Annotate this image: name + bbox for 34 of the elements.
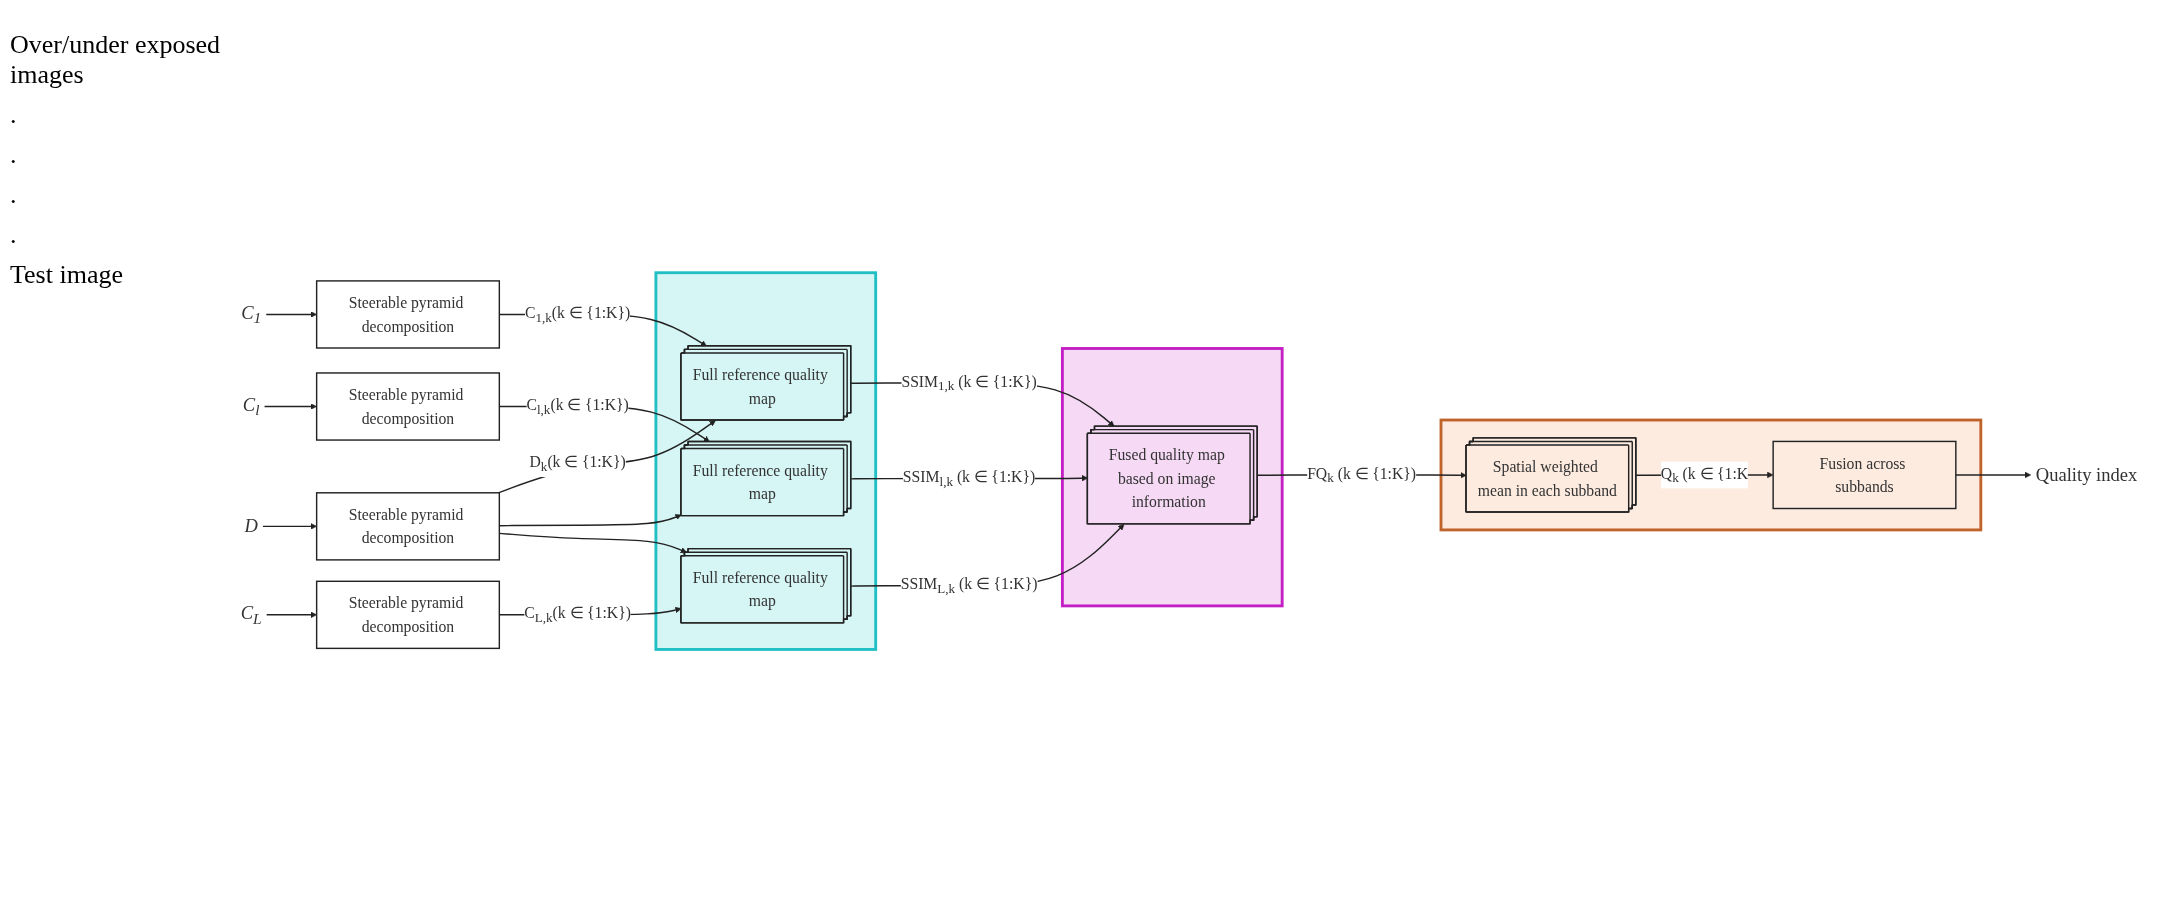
edge-label: D$_{k}$(k ∈ {1:K}) <box>529 453 626 475</box>
node-text: C$_{l}$ <box>242 394 260 420</box>
node-text: C$_{1}$ <box>241 302 262 328</box>
edge-label: C$_{1,k}$(k ∈ {1:K}) <box>525 304 631 326</box>
node-text: C$_{L}$ <box>240 603 262 628</box>
caption-text: Over/under exposed images <box>10 30 222 90</box>
arrow <box>262 523 317 530</box>
arrow <box>265 311 317 318</box>
node-text: D <box>244 516 258 538</box>
edge-label: SSIM$_{L,k}$ (k ∈ {1:K}) <box>900 575 1038 597</box>
arrow <box>1955 472 2032 479</box>
edge-label: SSIM$_{l,k}$ (k ∈ {1:K}) <box>902 468 1036 490</box>
caption-text: . <box>10 220 18 250</box>
node-box: Steerable pyramid decomposition <box>315 280 501 350</box>
node-box: Fusion across subbands <box>1772 441 1957 510</box>
cluster <box>1439 419 1983 532</box>
edge-label: SSIM$_{1,k}$ (k ∈ {1:K}) <box>901 372 1037 394</box>
arrow <box>265 612 317 619</box>
edge-label: C$_{L,k}$(k ∈ {1:K}) <box>524 604 631 626</box>
caption-text: . <box>10 180 18 210</box>
edge-label: C$_{l,k}$(k ∈ {1:K}) <box>526 396 629 418</box>
node-box: Steerable pyramid decomposition <box>315 492 501 562</box>
edge-label: FQ$_{k}$ (k ∈ {1:K}) <box>1307 464 1417 486</box>
caption-text: . <box>10 140 18 170</box>
arrow <box>263 403 317 411</box>
caption-text: Test image <box>10 260 124 290</box>
node-text: Quality index <box>2035 465 2138 486</box>
cluster <box>1060 347 1284 608</box>
caption-text: . <box>10 100 18 130</box>
edge-label: Q$_{k}$ (k ∈ {1:K <box>1660 464 1749 486</box>
cluster <box>654 271 878 652</box>
node-box: Steerable pyramid decomposition <box>315 581 501 650</box>
node-box: Steerable pyramid decomposition <box>315 372 501 442</box>
arrow <box>497 420 716 494</box>
